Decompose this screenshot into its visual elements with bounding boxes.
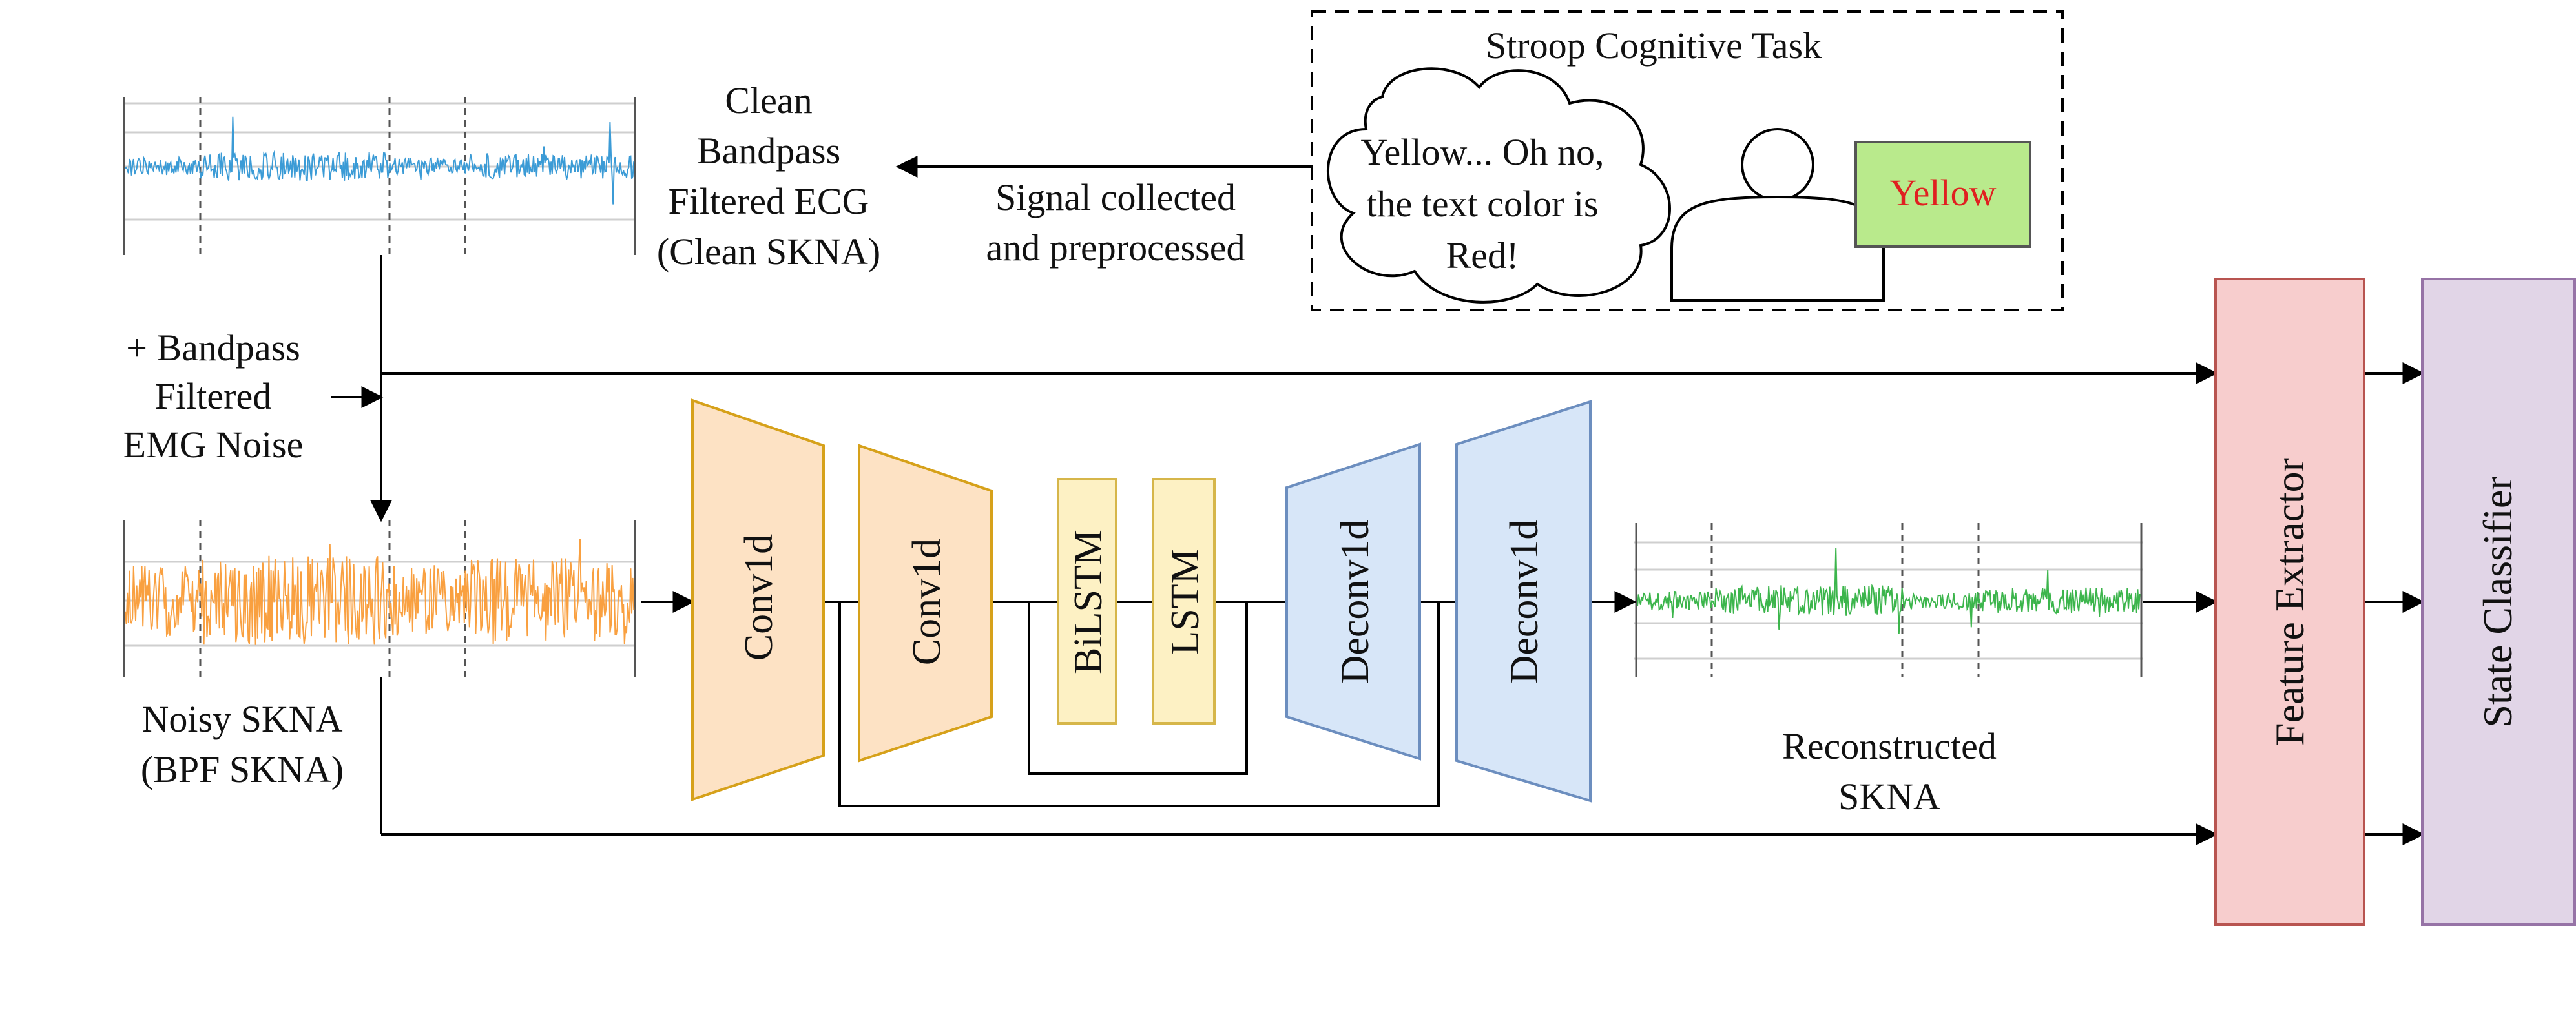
- lstm-block: LSTM: [1152, 478, 1216, 725]
- svg-text:SKNA: SKNA: [1838, 776, 1940, 818]
- clean-waveform: [125, 116, 635, 205]
- svg-text:Reconstructed: Reconstructed: [1782, 725, 1997, 767]
- state-classifier-block: State Classifier: [2421, 278, 2576, 926]
- connectors: [331, 156, 2425, 845]
- bubble-line-3: Red!: [1446, 234, 1519, 276]
- stroop-task-panel: Stroop Cognitive Task Yellow... Oh no, t…: [1311, 10, 2064, 311]
- svg-text:Signal collected: Signal collected: [995, 176, 1236, 218]
- thought-bubble: [1327, 67, 1671, 304]
- person-icon: [1670, 128, 1885, 302]
- noisy-skna-label: Noisy SKNA (BPF SKNA): [141, 698, 344, 790]
- signal-collected-label: Signal collected and preprocessed: [986, 176, 1245, 269]
- svg-text:(Clean SKNA): (Clean SKNA): [657, 231, 880, 273]
- inner-skip-connection: [1028, 602, 1248, 775]
- svg-text:EMG Noise: EMG Noise: [123, 424, 304, 466]
- svg-text:LSTM: LSTM: [1163, 548, 1207, 655]
- outer-skip-connection: [838, 602, 1440, 807]
- feature-extractor-block: Feature Extractor: [2214, 278, 2365, 926]
- emg-noise-label: + Bandpass Filtered EMG Noise: [123, 327, 304, 466]
- svg-text:Feature Extractor: Feature Extractor: [2267, 458, 2312, 746]
- color-word-box: [1854, 141, 2031, 248]
- svg-text:Conv1d: Conv1d: [737, 534, 781, 661]
- svg-text:Bandpass: Bandpass: [697, 130, 840, 172]
- svg-text:Filtered: Filtered: [155, 375, 271, 417]
- reconstructed-waveform: [1637, 548, 2141, 634]
- svg-text:Filtered ECG: Filtered ECG: [669, 180, 869, 222]
- stroop-title: Stroop Cognitive Task: [1486, 25, 1822, 67]
- skip-connections: [838, 602, 1440, 807]
- svg-text:Deconv1d: Deconv1d: [1502, 520, 1546, 685]
- reconstructed-skna-label: Reconstructed SKNA: [1782, 725, 1997, 818]
- noisy-waveform: [125, 539, 635, 645]
- deconv1d-block-2: Deconv1d: [1455, 400, 1592, 803]
- reconstructed-skna-signal: [1634, 523, 2143, 677]
- svg-text:Deconv1d: Deconv1d: [1333, 520, 1377, 685]
- bubble-line-2: the text color is: [1366, 183, 1598, 225]
- svg-text:+ Bandpass: + Bandpass: [126, 327, 300, 369]
- clean-skna-signal: [123, 97, 636, 255]
- svg-text:Noisy SKNA: Noisy SKNA: [142, 698, 343, 740]
- svg-text:BiLSTM: BiLSTM: [1066, 530, 1110, 674]
- conv1d-block-1: Conv1d: [691, 398, 825, 801]
- svg-text:State Classifier: State Classifier: [2475, 476, 2520, 727]
- noisy-skna-signal: [123, 520, 636, 677]
- svg-text:Clean: Clean: [725, 79, 812, 121]
- svg-text:(BPF SKNA): (BPF SKNA): [141, 748, 344, 790]
- svg-text:and preprocessed: and preprocessed: [986, 227, 1245, 269]
- bubble-line-1: Yellow... Oh no,: [1360, 131, 1604, 173]
- conv1d-block-2: Conv1d: [858, 444, 993, 763]
- svg-text:Conv1d: Conv1d: [905, 539, 949, 665]
- bilstm-block: BiLSTM: [1057, 478, 1117, 725]
- deconv1d-block-1: Deconv1d: [1285, 442, 1421, 761]
- color-word-text: Yellow: [1890, 172, 1997, 214]
- clean-skna-label: Clean Bandpass Filtered ECG (Clean SKNA): [657, 79, 880, 273]
- stroop-dashed-border: [1311, 10, 2064, 311]
